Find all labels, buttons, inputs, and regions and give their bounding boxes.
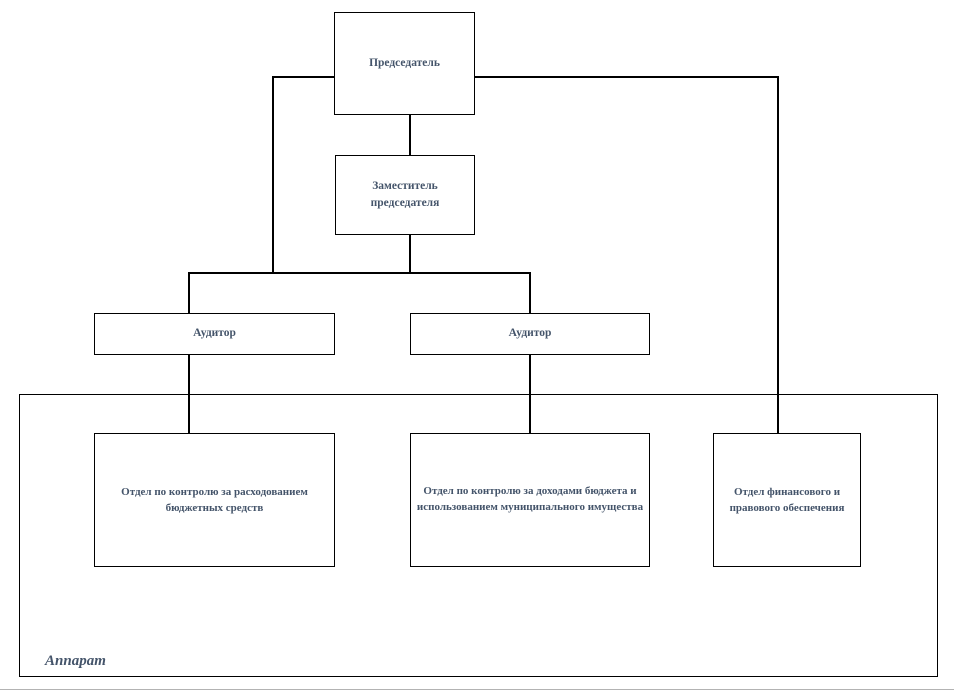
connector-chairman-to-deputy xyxy=(409,115,411,155)
connector-auditor-right-to-dept xyxy=(529,355,531,434)
connector-auditor-left-to-dept xyxy=(188,355,190,434)
node-dept-finance-legal-label: Отдел финансового и правового обеспечени… xyxy=(729,485,845,515)
node-dept-budget-expenditure-label: Отдел по контролю за расходованием бюдже… xyxy=(121,485,308,515)
node-dept-budget-revenue: Отдел по контролю за доходами бюджета и … xyxy=(410,433,650,567)
connector-chairman-left-drop xyxy=(272,76,274,274)
page-edge-divider xyxy=(0,689,954,690)
node-deputy-chairman: Заместитель председателя xyxy=(335,155,475,235)
node-dept-finance-legal: Отдел финансового и правового обеспечени… xyxy=(713,433,861,567)
apparatus-container: Аппарат xyxy=(19,394,938,677)
connector-auditors-bus xyxy=(188,272,531,274)
connector-chairman-left-horizontal xyxy=(273,76,335,78)
node-deputy-chairman-label: Заместитель председателя xyxy=(370,179,440,209)
node-auditor-right: Аудитор xyxy=(410,313,650,355)
apparatus-label: Аппарат xyxy=(45,653,106,669)
node-auditor-left-label: Аудитор xyxy=(193,327,236,340)
connector-deputy-to-bus xyxy=(409,234,411,274)
connector-chairman-to-finance-dept xyxy=(777,76,779,433)
node-auditor-right-label: Аудитор xyxy=(508,327,552,340)
node-auditor-left: Аудитор xyxy=(94,313,335,355)
connector-bus-to-auditor-right xyxy=(529,272,531,314)
node-dept-budget-expenditure: Отдел по контролю за расходованием бюдже… xyxy=(94,433,335,567)
node-chairman-label: Председатель xyxy=(369,56,440,69)
connector-bus-to-auditor-left xyxy=(188,272,190,314)
node-chairman: Председатель xyxy=(334,12,475,115)
connector-chairman-right-horizontal xyxy=(474,76,778,78)
node-dept-budget-revenue-label: Отдел по контролю за доходами бюджета и … xyxy=(416,485,644,513)
